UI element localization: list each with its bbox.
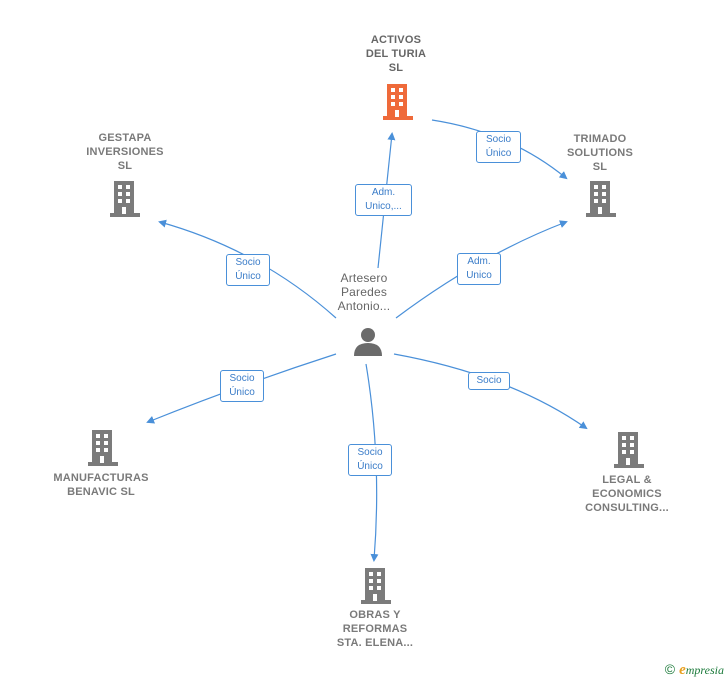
node-label: MANUFACTURAS BENAVIC SL — [53, 472, 149, 498]
building-icon — [110, 181, 140, 217]
edge-label-adm-unico-activos[interactable]: Adm. Unico,... — [355, 184, 412, 216]
node-label: Artesero Paredes Antonio... — [337, 271, 391, 313]
edge-person-legal — [393, 353, 588, 430]
edge-label-adm-unico-trimado[interactable]: Adm. Unico — [457, 253, 501, 285]
node-activos-del-turia[interactable]: ACTIVOS DEL TURIA SL — [346, 33, 446, 75]
building-icon — [88, 430, 118, 466]
edge-label-socio-unico-manufacturas[interactable]: Socio Único — [220, 370, 264, 402]
empresia-logo[interactable]: empresia — [679, 662, 724, 678]
building-icon — [586, 181, 616, 217]
node-gestapa-inversiones[interactable]: GESTAPA INVERSIONES SL — [72, 131, 178, 173]
building-icon — [383, 84, 413, 120]
node-label: LEGAL & ECONOMICS CONSULTING... — [585, 474, 669, 514]
edge-label-socio-unico-trimado[interactable]: Socio Único — [476, 131, 521, 163]
node-obras-reformas[interactable]: OBRAS Y REFORMAS STA. ELENA... — [322, 608, 428, 650]
node-trimado-solutions[interactable]: TRIMADO SOLUTIONS SL — [548, 132, 652, 174]
edge-label-socio-unico-gestapa[interactable]: Socio Único — [226, 254, 270, 286]
node-label: OBRAS Y REFORMAS STA. ELENA... — [336, 609, 414, 649]
edge-label-socio-legal[interactable]: Socio — [468, 372, 510, 390]
node-person-artesero-paredes[interactable]: Artesero Paredes Antonio... — [316, 271, 412, 313]
node-label: ACTIVOS DEL TURIA SL — [365, 34, 427, 74]
node-label: TRIMADO SOLUTIONS SL — [567, 133, 633, 173]
copyright-icon: © — [664, 661, 676, 677]
edge-label-socio-unico-obras[interactable]: Socio Único — [348, 444, 392, 476]
building-icon — [361, 568, 391, 604]
building-icon — [614, 432, 644, 468]
node-label: GESTAPA INVERSIONES SL — [86, 132, 164, 172]
node-legal-economics[interactable]: LEGAL & ECONOMICS CONSULTING... — [574, 473, 680, 515]
person-icon — [354, 328, 382, 356]
copyright-footer: ©empresia — [665, 661, 724, 679]
node-manufacturas-benavic[interactable]: MANUFACTURAS BENAVIC SL — [46, 471, 156, 499]
